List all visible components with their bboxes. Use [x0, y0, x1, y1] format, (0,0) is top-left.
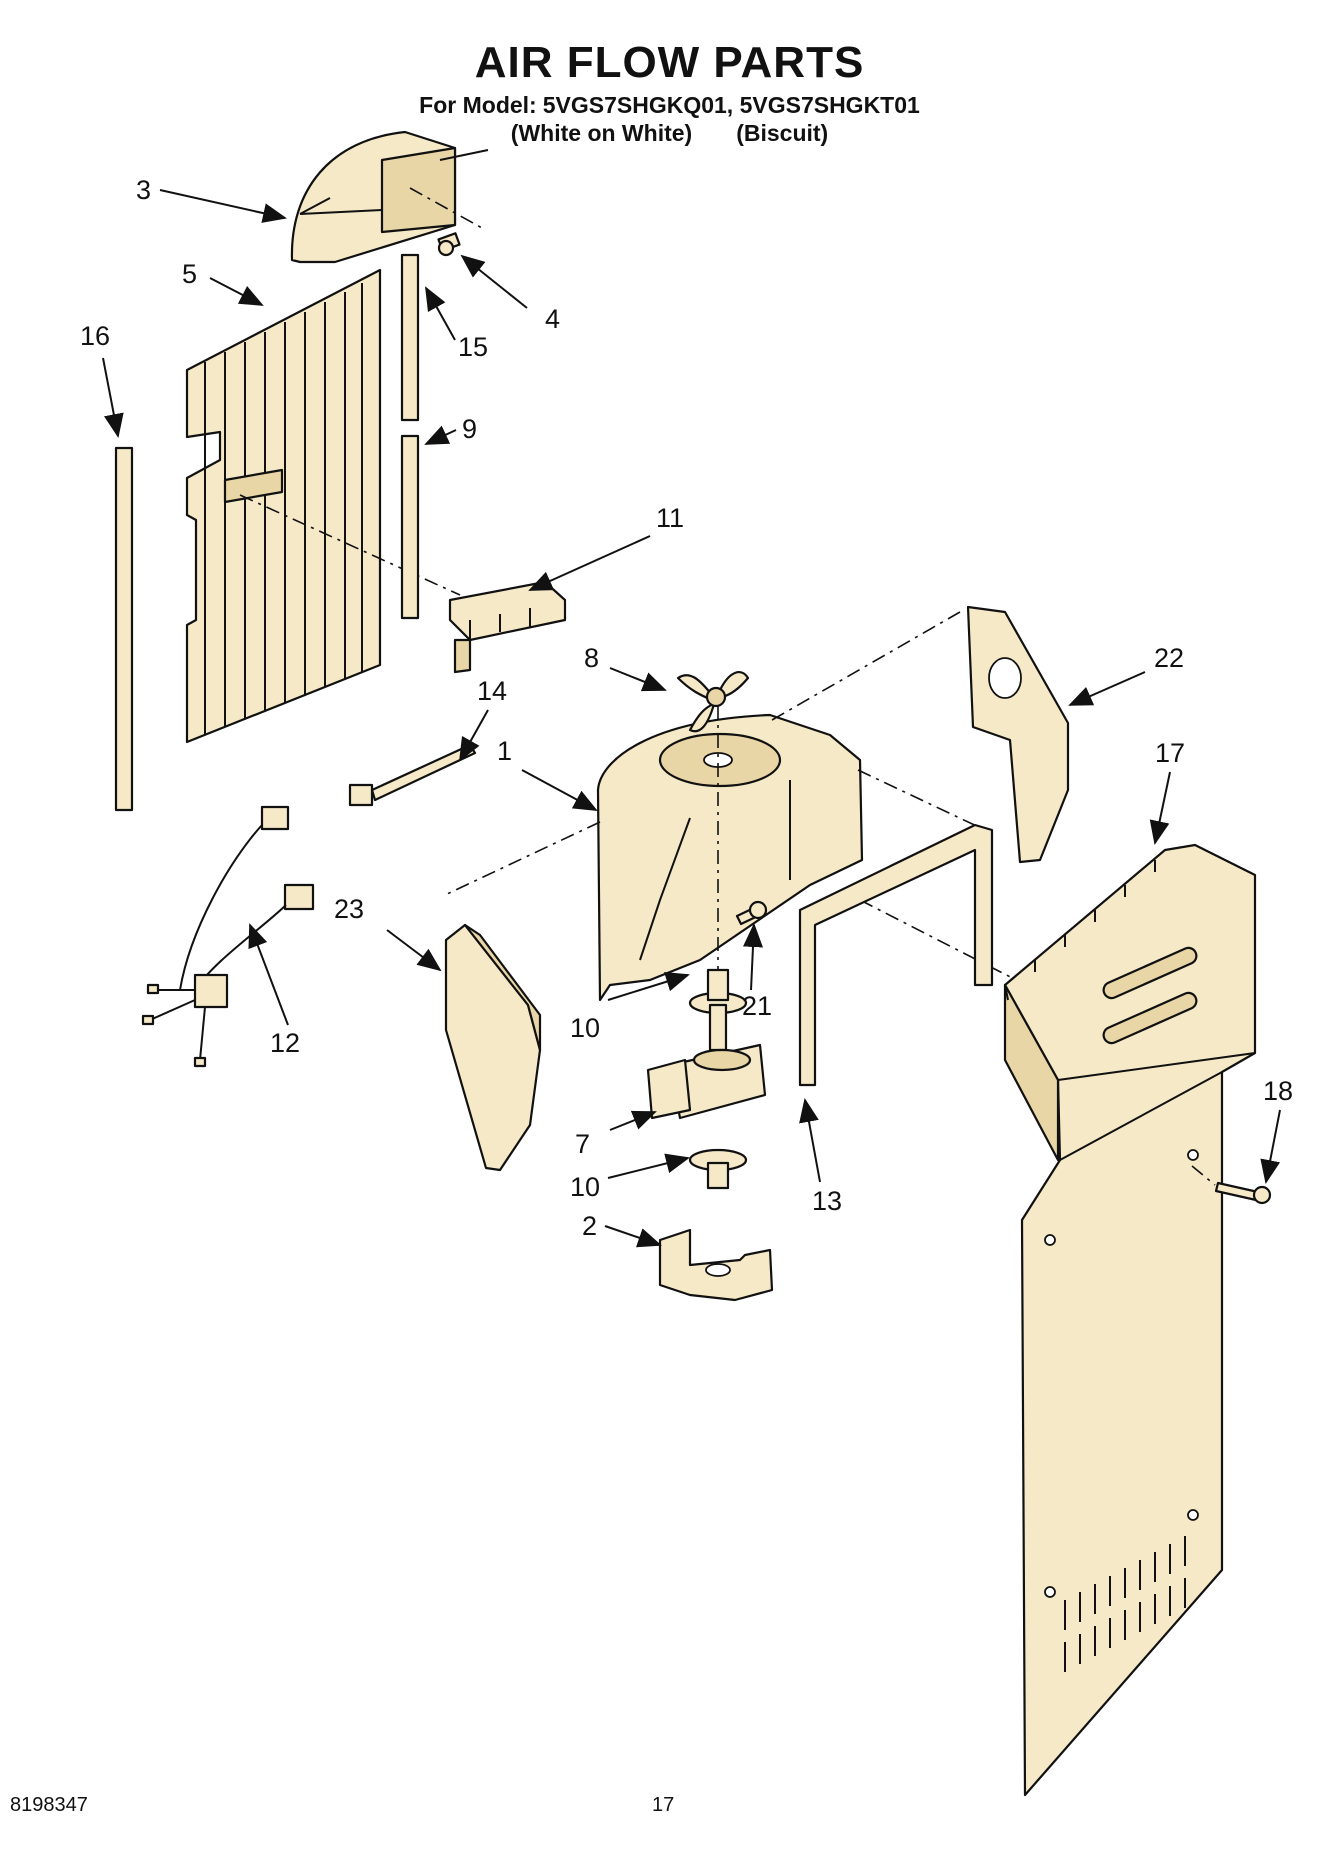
variant-line: (White on White) (Biscuit) — [0, 120, 1339, 147]
callout-4: 4 — [545, 304, 560, 334]
part-12-wire-harness — [141, 805, 315, 1068]
leader-lines — [102, 189, 1281, 1248]
callout-10-lower: 10 — [570, 1172, 600, 1202]
variant-white: (White on White) — [510, 120, 693, 146]
model-numbers: 5VGS7SHGKQ01, 5VGS7SHGKT01 — [542, 92, 920, 118]
part-18-screw — [1191, 1165, 1272, 1205]
part-4-screw — [437, 232, 461, 257]
callout-14: 14 — [477, 676, 507, 706]
callout-9: 9 — [462, 414, 477, 444]
part-7-fan-motor — [646, 1003, 767, 1120]
callout-5: 5 — [182, 259, 197, 289]
callout-16: 16 — [80, 321, 110, 351]
callout-2: 2 — [582, 1211, 597, 1241]
page-number: 17 — [652, 1794, 675, 1816]
callout-17: 17 — [1155, 738, 1185, 768]
callout-11: 11 — [656, 503, 684, 533]
part-5-evaporator-cover — [185, 268, 461, 744]
part-10-grommet-lower — [688, 1148, 748, 1190]
part-11-bracket — [448, 580, 567, 674]
callout-labels: 3 4 5 16 15 9 11 8 22 14 1 17 23 21 10 1… — [80, 175, 1293, 1241]
vent-slots — [1064, 1536, 1186, 1672]
callout-22: 22 — [1154, 643, 1184, 673]
page-title: AIR FLOW PARTS — [474, 38, 865, 87]
part-14-tie-strap — [348, 743, 477, 807]
model-label: For Model: — [419, 92, 537, 118]
callout-7: 7 — [575, 1129, 590, 1159]
callout-15: 15 — [458, 332, 488, 362]
callout-1: 1 — [497, 736, 512, 766]
callout-8: 8 — [584, 643, 599, 673]
part-17-rear-duct — [1003, 843, 1257, 1797]
part-3-duct-cover — [290, 130, 489, 264]
callout-23: 23 — [334, 894, 364, 924]
part-8-fan-blade — [676, 671, 750, 733]
part-13-channel-foam — [798, 823, 994, 1087]
callout-21: 21 — [742, 991, 772, 1021]
callout-10-upper: 10 — [570, 1013, 600, 1043]
part-22-air-baffle — [966, 605, 1070, 864]
part-1-fan-shroud — [444, 611, 1066, 1110]
callout-12: 12 — [270, 1028, 300, 1058]
part-21-screw — [735, 900, 768, 926]
part-15-foam-strip — [400, 253, 420, 422]
part-23-foam-insulator — [444, 923, 542, 1172]
document-number: 8198347 — [10, 1794, 88, 1816]
part-2-motor-bracket — [658, 1228, 774, 1302]
variant-biscuit: (Biscuit) — [736, 120, 829, 146]
callout-13: 13 — [812, 1186, 842, 1216]
model-line: For Model:5VGS7SHGKQ01, 5VGS7SHGKT01 — [0, 92, 1339, 119]
grille-ribs — [204, 283, 363, 735]
part-9-foam-strip — [400, 434, 420, 620]
callout-3: 3 — [136, 175, 151, 205]
part-16-foam-strip — [114, 446, 134, 812]
callout-18: 18 — [1263, 1076, 1293, 1106]
